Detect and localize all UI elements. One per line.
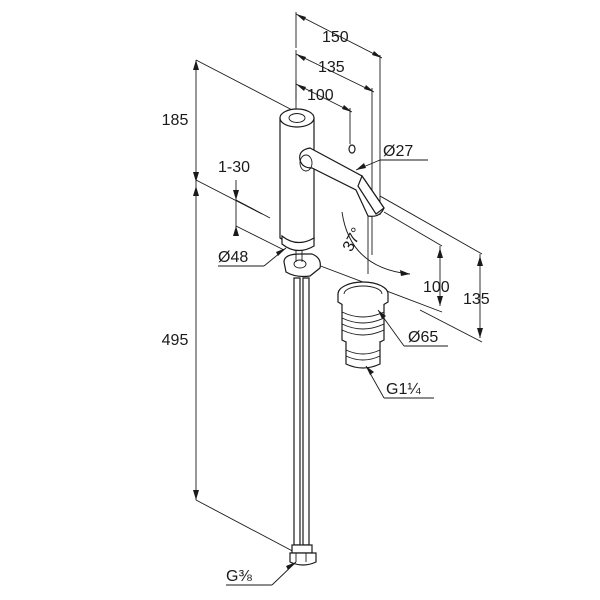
dimension-diameter-48-label: Ø48 xyxy=(218,249,248,266)
dimension-150: 150 xyxy=(295,12,383,215)
dimension-150-label: 150 xyxy=(322,29,349,46)
dimension-diameter-48: Ø48 xyxy=(218,247,287,267)
dimension-spout-135: 135 xyxy=(379,195,490,343)
dimension-thread-hose-label: G⅜ xyxy=(226,568,252,585)
dimension-thread-waste: G1¼ xyxy=(365,365,434,399)
faucet xyxy=(279,108,385,252)
dimension-1-30: 1-30 xyxy=(218,159,285,251)
dimension-135: 135 xyxy=(295,50,375,255)
dimension-spout-135-label: 135 xyxy=(463,291,490,308)
dimension-100: 100 xyxy=(295,80,353,150)
dimension-185: 185 xyxy=(162,59,297,215)
dimension-185-label: 185 xyxy=(162,112,189,129)
dimension-495: 495 xyxy=(162,182,301,556)
dimension-diameter-65-label: Ø65 xyxy=(408,329,438,346)
dimension-100-label: 100 xyxy=(307,87,334,104)
dimension-135-label: 135 xyxy=(318,59,345,76)
dimension-1-30-label: 1-30 xyxy=(218,159,250,176)
faucet-body xyxy=(279,117,315,246)
dimension-thread-hose: G⅜ xyxy=(226,561,297,586)
dimension-diameter-27: Ø27 xyxy=(355,143,428,171)
mounting-assembly xyxy=(283,250,321,278)
dimension-spout-100-label: 100 xyxy=(423,279,450,296)
dimension-angle-37: 37° xyxy=(340,211,411,276)
dimension-495-label: 495 xyxy=(162,332,189,349)
dimension-diameter-65: Ø65 xyxy=(377,309,448,347)
base-ring xyxy=(281,234,315,252)
dimension-diameter-27-label: Ø27 xyxy=(383,143,413,160)
dimension-spout-100: 100 xyxy=(309,211,450,313)
waste-valve xyxy=(337,281,389,369)
dimension-thread-waste-label: G1¼ xyxy=(386,381,421,398)
dimension-angle-37-label: 37° xyxy=(340,225,366,254)
supply-hoses xyxy=(289,277,317,566)
spout xyxy=(299,147,385,217)
